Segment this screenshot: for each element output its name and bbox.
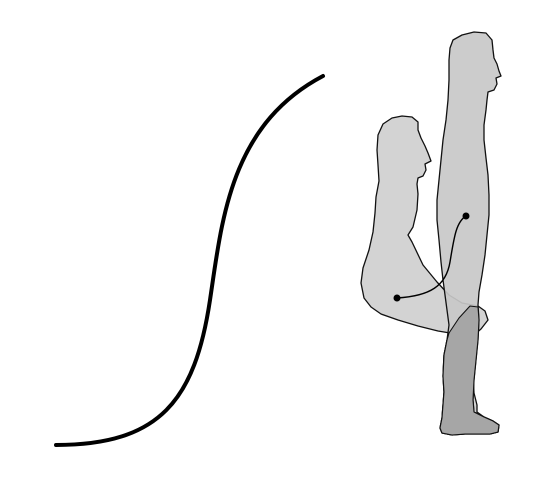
- center-of-mass-path: [396, 215, 467, 299]
- s-curve: [54, 74, 325, 447]
- end-point: [462, 212, 470, 220]
- start-point: [393, 294, 401, 302]
- leg-overlap: [439, 305, 500, 436]
